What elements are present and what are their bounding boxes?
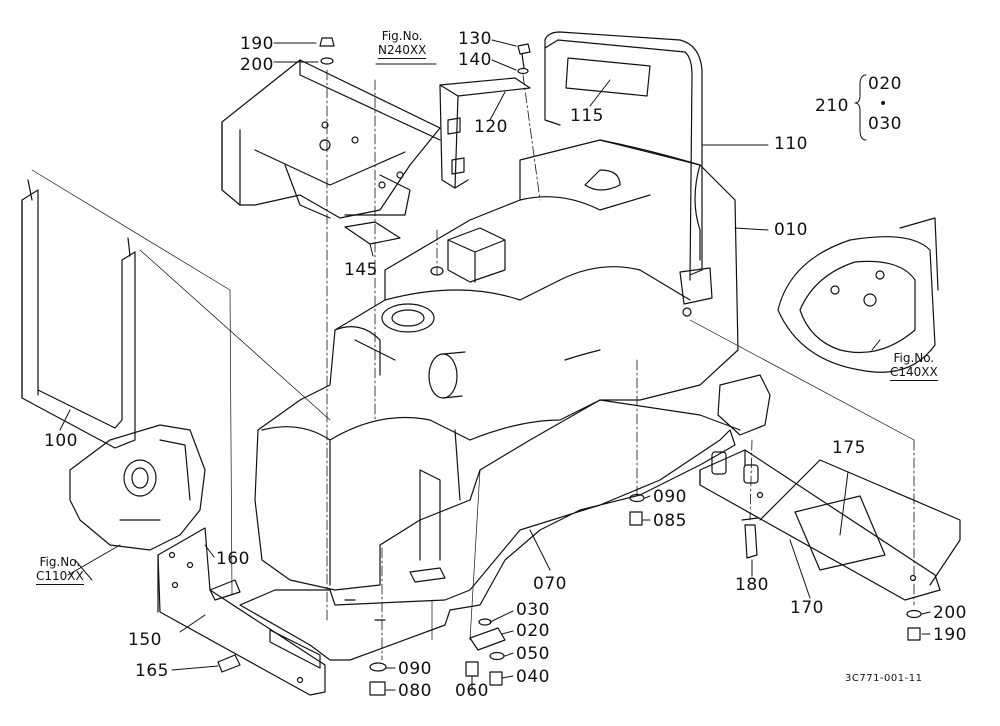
part-label-175: 175: [832, 438, 866, 458]
part-label-200: 200: [240, 55, 274, 75]
part-label-115: 115: [570, 106, 604, 126]
frame-100: [21, 179, 136, 449]
clamp-020-030: [469, 618, 506, 651]
part-label-120: 120: [474, 117, 508, 137]
part-label-150: 150: [128, 630, 162, 650]
engine-mount-casting: [69, 424, 206, 551]
part-label-090-upper: 090: [653, 487, 687, 507]
part-label-190-lower: 190: [933, 625, 967, 645]
washer-200-lower: [906, 609, 922, 619]
top-nut: [319, 37, 335, 65]
group-item-020: 020: [868, 74, 902, 94]
upper-side-bracket: [717, 374, 771, 436]
nut-060: [465, 661, 479, 677]
nut-080: [369, 681, 386, 696]
part-label-050: 050: [516, 644, 550, 664]
figure-ref-n240: Fig.No. N240XX: [378, 29, 427, 59]
figure-ref-c110: Fig.No. C110XX: [36, 555, 84, 585]
part-label-010: 010: [774, 220, 808, 240]
group-item-030: 030: [868, 114, 902, 134]
part-label-040: 040: [516, 667, 550, 687]
alignment-lines: [326, 69, 915, 661]
part-label-200-lower: 200: [933, 603, 967, 623]
part-label-085: 085: [653, 511, 687, 531]
figure-ref-c140: Fig.No. C140XX: [890, 351, 938, 381]
part-label-180: 180: [735, 575, 769, 595]
fuel-tank-010: [254, 139, 739, 591]
plate-145: [344, 221, 401, 245]
bolt-165: [217, 654, 241, 673]
part-label-160: 160: [216, 549, 250, 569]
part-label-080: 080: [398, 681, 432, 701]
part-label-130: 130: [458, 29, 492, 49]
part-label-060: 060: [455, 681, 489, 701]
drawing-code: 3C771-001-11: [845, 673, 923, 684]
part-label-170: 170: [790, 598, 824, 618]
bracket-120: [439, 77, 531, 189]
handle-110: [544, 31, 713, 317]
part-label-070: 070: [533, 574, 567, 594]
bolt-160: [209, 579, 241, 601]
bolt-130: [517, 43, 531, 75]
group-brace-210: [854, 74, 867, 141]
bracket-150: [157, 527, 326, 696]
part-label-145: 145: [344, 260, 378, 280]
bolt-085: [629, 511, 643, 526]
washer-050: [489, 651, 505, 661]
support-170: [699, 449, 961, 601]
mount-bracket: [221, 59, 441, 219]
leader-lines: [59, 39, 931, 691]
part-label-020: 020: [516, 621, 550, 641]
part-label-100: 100: [44, 431, 78, 451]
base-plate-070: [239, 399, 741, 661]
part-label-030: 030: [516, 600, 550, 620]
flywheel-housing: [777, 217, 939, 373]
nut-190-lower: [907, 627, 921, 641]
washer-090-lower: [369, 662, 387, 672]
part-label-110: 110: [774, 134, 808, 154]
bolt-040: [489, 671, 503, 686]
bolt-180: [741, 517, 759, 559]
part-label-140: 140: [458, 50, 492, 70]
group-label-210: 210: [815, 96, 849, 116]
part-label-190: 190: [240, 34, 274, 54]
thin-reference-lines: [31, 169, 915, 641]
part-label-090-lower: 090: [398, 659, 432, 679]
group-separator: •: [879, 96, 888, 112]
part-label-165: 165: [135, 661, 169, 681]
